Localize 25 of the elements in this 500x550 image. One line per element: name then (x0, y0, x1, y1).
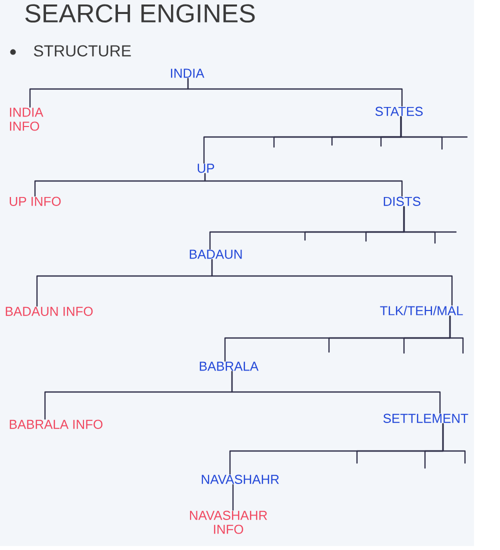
place-label: BADAUN (190, 250, 242, 259)
connector-line (232, 484, 234, 511)
place-label: BABRALA (200, 362, 259, 371)
info-label: UP INFO (10, 196, 61, 206)
bracket-line (449, 316, 464, 354)
place-label: TLK/TEH/MAL (380, 306, 463, 316)
bracket-line (442, 423, 466, 464)
info-label: INDIA INFO (10, 108, 44, 131)
place-label: DISTS (384, 196, 420, 206)
title: SEARCH ENGINES (25, 4, 255, 23)
bracket-line (204, 173, 403, 197)
bracket-line (231, 370, 441, 414)
heading: STRUCTURE (34, 45, 131, 56)
place-label: SETTLEMENT (383, 414, 468, 423)
bracket-line (211, 259, 453, 306)
bracket-line (187, 78, 403, 107)
bracket-line (403, 206, 457, 233)
info-label: NAVASHAHR INFO (190, 510, 268, 534)
bracket-line (400, 116, 468, 138)
place-label: UP (198, 164, 214, 173)
place-label: STATES (375, 106, 423, 116)
place-label: INDIA (171, 68, 204, 78)
info-label: BADAUN INFO (6, 306, 93, 316)
info-label: BABRALA INFO (10, 420, 102, 429)
place-label: NAVASHAHR (202, 474, 279, 484)
